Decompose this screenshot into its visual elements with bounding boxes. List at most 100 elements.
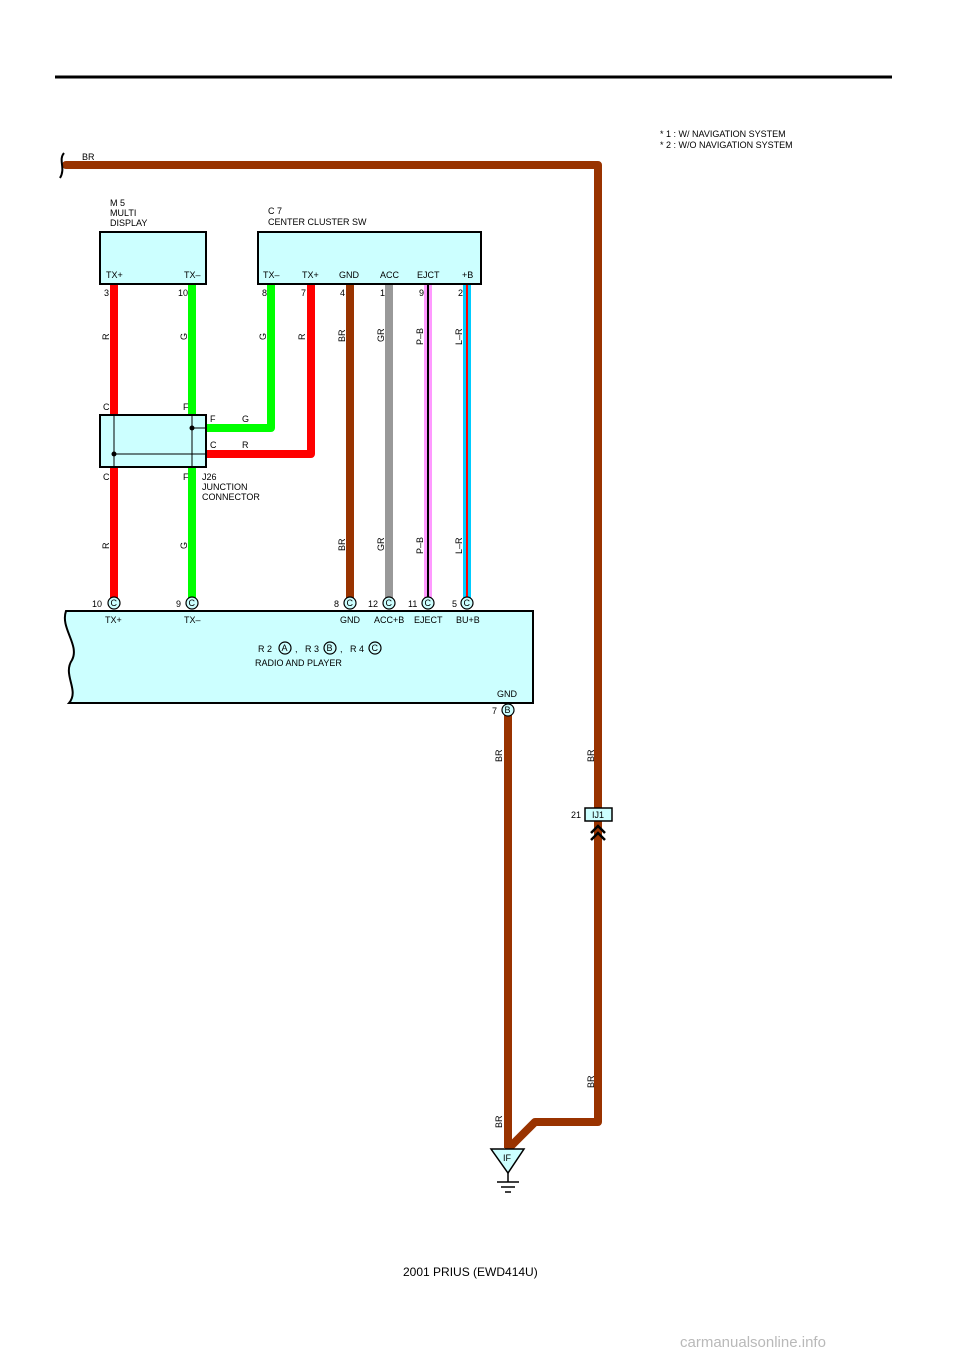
svg-text:R 3: R 3 [305, 644, 319, 654]
j26-node-f [189, 425, 195, 431]
m5-name-2: DISPLAY [110, 218, 147, 228]
c7-connector-box [257, 231, 482, 285]
radio-pin-12: 12 C [368, 596, 396, 610]
svg-text:C: C [464, 598, 471, 608]
j26-bot-f: F [183, 472, 189, 482]
wire-label-lower-gr: GR [376, 537, 386, 551]
radio-pin-label-accb: ACC+B [374, 615, 404, 625]
c7-pin-num-9: 9 [419, 288, 424, 298]
c7-pin-num-4: 4 [340, 288, 345, 298]
wire-label-lower-lr: L–R [454, 537, 464, 554]
note-1: * 1 : W/ NAVIGATION SYSTEM [660, 129, 786, 139]
gnd-wire-label-2: BR [494, 1115, 504, 1128]
c7-pin-label-gnd: GND [339, 270, 360, 280]
j26-code: J26 [202, 472, 217, 482]
radio-pin-label-gnd: GND [340, 615, 361, 625]
svg-text:10: 10 [92, 599, 102, 609]
c7-code: C 7 [268, 206, 282, 216]
footer-model: 2001 PRIUS (EWD414U) [403, 1265, 538, 1279]
svg-text:C: C [111, 598, 118, 608]
svg-text:C: C [347, 598, 354, 608]
wire-break-symbol [59, 152, 65, 179]
radio-connector-box [63, 610, 534, 704]
c7-pin-num-7: 7 [301, 288, 306, 298]
wire-top-br [62, 161, 602, 1152]
j26-right-f: F [210, 414, 216, 424]
svg-text:A: A [282, 643, 288, 653]
svg-text:7: 7 [492, 706, 497, 716]
radio-pin-5: 5 C [452, 596, 474, 610]
svg-text:R 4: R 4 [350, 644, 364, 654]
top-wire-color: BR [82, 152, 95, 162]
svg-text:IF: IF [503, 1153, 512, 1163]
wire-label-lower-br: BR [337, 538, 347, 551]
j26-right-g: G [242, 414, 249, 424]
m5-pin-num-10: 10 [178, 288, 188, 298]
wire-c7-txm-g [206, 285, 275, 432]
radio-gnd-label: GND [497, 689, 518, 699]
m5-code: M 5 [110, 198, 125, 208]
m5-pin-label-txp: TX+ [106, 270, 123, 280]
radio-pin-11: 11 C [408, 596, 435, 610]
radio-pin-label-txp: TX+ [105, 615, 122, 625]
wire-label-lower-g: G [179, 542, 189, 549]
j26-right-r: R [242, 440, 249, 450]
svg-text:11: 11 [408, 599, 417, 609]
svg-text:C: C [386, 598, 393, 608]
right-wire-label-2: BR [586, 1075, 596, 1088]
j26-node-c [111, 451, 117, 457]
wire-label-lower-r: R [101, 542, 111, 549]
m5-name-1: MULTI [110, 208, 136, 218]
c7-pin-label-ejct: EJCT [417, 270, 440, 280]
wire-label-upper-r2: R [297, 333, 307, 340]
svg-text:21: 21 [571, 810, 581, 820]
j26-name-1: JUNCTION [202, 482, 248, 492]
j26-bot-c: C [103, 472, 110, 482]
svg-text:,: , [295, 644, 298, 654]
svg-text:IJ1: IJ1 [592, 810, 604, 820]
radio-pin-8: 8 C [334, 596, 357, 610]
wire-c7-txp-r [206, 285, 315, 458]
svg-text:B: B [505, 705, 511, 715]
radio-gnd-pin: 7 B [492, 703, 515, 717]
note-2: * 2 : W/O NAVIGATION SYSTEM [660, 140, 793, 150]
svg-text:B: B [327, 643, 333, 653]
j26-top-f: F [183, 402, 189, 412]
j26-top-c: C [103, 402, 110, 412]
wire-label-upper-r1: R [101, 333, 111, 340]
watermark: carmanualsonline.info [680, 1334, 826, 1351]
j26-connector-box [99, 414, 207, 468]
wire-label-lower-pb: P–B [415, 537, 425, 554]
svg-text:C: C [189, 598, 196, 608]
radio-name: RADIO AND PLAYER [255, 658, 342, 668]
wire-label-upper-lr: L–R [454, 328, 464, 345]
m5-pin-num-3: 3 [104, 288, 109, 298]
c7-pin-label-acc: ACC [380, 270, 400, 280]
j26-name-2: CONNECTOR [202, 492, 260, 502]
c7-name: CENTER CLUSTER SW [268, 217, 367, 227]
m5-connector-box [99, 231, 207, 285]
svg-text:9: 9 [176, 599, 181, 609]
radio-pin-10: 10 C [92, 596, 121, 610]
c7-pin-num-2: 2 [458, 288, 463, 298]
c7-pin-num-1: 1 [380, 288, 385, 298]
svg-text:8: 8 [334, 599, 339, 609]
radio-pin-label-txm: TX– [184, 615, 201, 625]
c7-pin-label-txp: TX+ [302, 270, 319, 280]
radio-pin-label-bub: BU+B [456, 615, 480, 625]
wire-label-upper-br: BR [337, 329, 347, 342]
svg-text:12: 12 [368, 599, 378, 609]
wire-label-upper-gr: GR [376, 328, 386, 342]
wire-label-upper-g2: G [258, 333, 268, 340]
m5-pin-label-txm: TX– [184, 270, 201, 280]
ij1-connector: 21 IJ1 [571, 807, 613, 841]
wire-label-upper-pb: P–B [415, 328, 425, 345]
radio-pin-label-eject: EJECT [414, 615, 443, 625]
svg-text:5: 5 [452, 599, 457, 609]
c7-pin-label-txm: TX– [263, 270, 280, 280]
radio-connector-codes: R 2 A , R 3 B , R 4 C [258, 641, 382, 655]
svg-text:,: , [340, 644, 343, 654]
radio-pin-9: 9 C [176, 596, 199, 610]
j26-right-c: C [210, 440, 217, 450]
